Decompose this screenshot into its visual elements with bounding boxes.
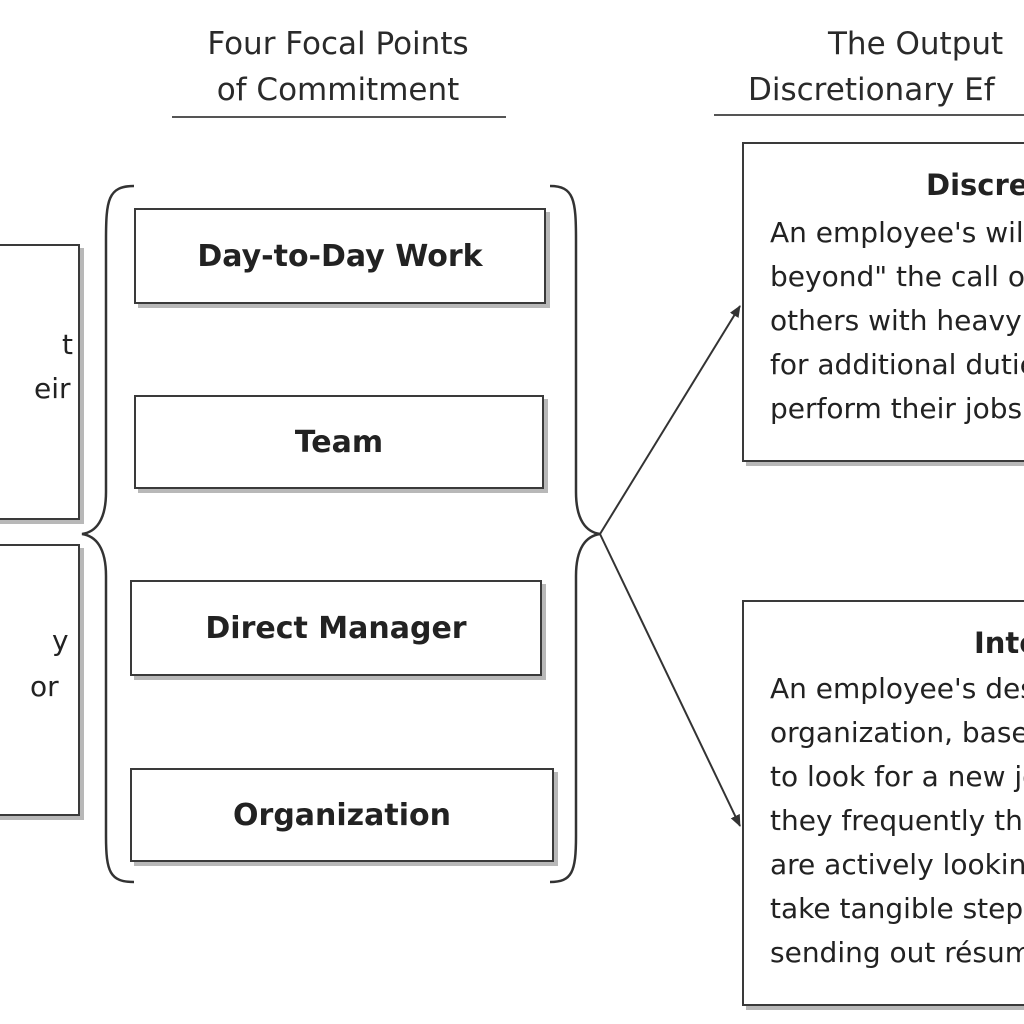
left-box-top: t eir bbox=[0, 244, 80, 520]
output-box-discretionary-line: perform their jobs bbox=[770, 392, 1023, 425]
output-box-intent-line: they frequently thin bbox=[770, 804, 1024, 837]
left-box-top-line-2: eir bbox=[34, 372, 71, 405]
output-box-discretionary: Discre An employee's willi beyond" the c… bbox=[742, 142, 1024, 462]
output-box-discretionary-line: for additional dutie bbox=[770, 348, 1024, 381]
output-box-intent-line: are actively looking bbox=[770, 848, 1024, 881]
focal-box-direct-manager: Direct Manager bbox=[130, 580, 542, 676]
focal-points-heading-line-1: Four Focal Points bbox=[207, 26, 469, 62]
left-brace bbox=[81, 184, 135, 884]
output-heading-line-1: The Output bbox=[828, 26, 1004, 62]
output-box-discretionary-line: others with heavy w bbox=[770, 304, 1024, 337]
focal-points-heading-line-2: of Commitment bbox=[216, 72, 460, 108]
output-box-discretionary-line: beyond" the call of bbox=[770, 260, 1024, 293]
output-box-intent-line: An employee's desi bbox=[770, 672, 1024, 705]
output-box-intent-line: take tangible steps bbox=[770, 892, 1024, 925]
right-brace bbox=[549, 184, 601, 884]
output-box-intent-line: organization, based bbox=[770, 716, 1024, 749]
output-heading-line-2: Discretionary Ef bbox=[748, 72, 995, 108]
left-box-top-line-1: t bbox=[62, 328, 73, 361]
focal-box-organization: Organization bbox=[130, 768, 554, 862]
output-box-discretionary-title: Discre bbox=[926, 168, 1024, 202]
left-box-bottom: y or bbox=[0, 544, 80, 816]
left-box-bottom-line-1: y bbox=[52, 624, 69, 657]
output-box-discretionary-line: An employee's willi bbox=[770, 216, 1024, 249]
left-box-bottom-line-2: or bbox=[30, 670, 59, 703]
focal-box-day-to-day-work: Day-to-Day Work bbox=[134, 208, 546, 304]
arrow-to-intent bbox=[599, 533, 741, 827]
output-heading-rule bbox=[714, 114, 1024, 116]
output-box-intent-title: Inte bbox=[974, 626, 1024, 660]
focal-box-team: Team bbox=[134, 395, 544, 489]
output-box-intent-line: sending out résumé bbox=[770, 936, 1024, 969]
output-box-intent: Inte An employee's desi organization, ba… bbox=[742, 600, 1024, 1006]
focal-points-heading-rule bbox=[172, 116, 506, 118]
output-box-intent-line: to look for a new jo bbox=[770, 760, 1024, 793]
arrow-to-discretionary bbox=[599, 305, 741, 535]
